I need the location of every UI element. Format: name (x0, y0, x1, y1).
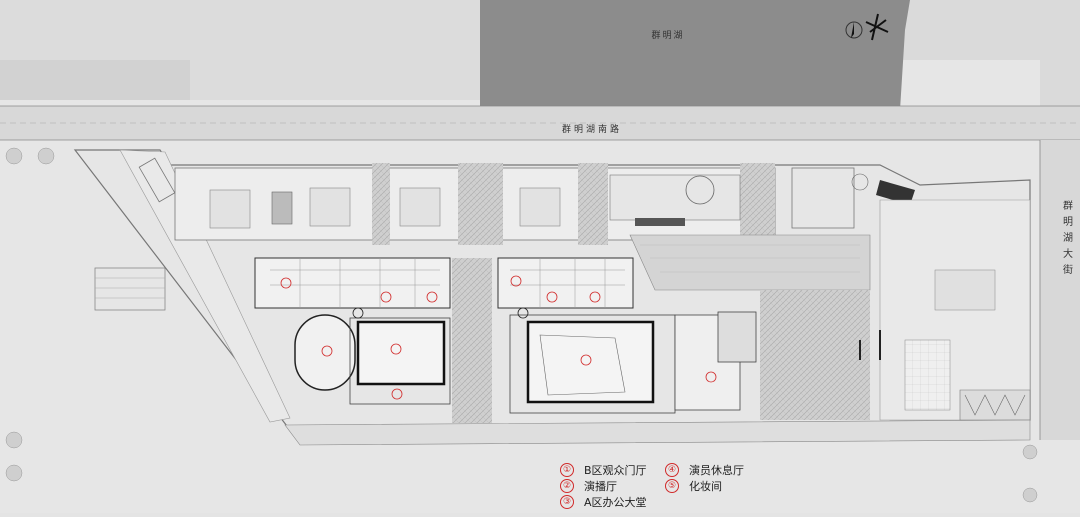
legend: ① B区观众门厅 ② 演播厅 ③ A区办公大堂 ④ 演员休息厅 ⑤ 化妆间 (560, 462, 780, 510)
lake (480, 0, 910, 110)
avenue (1040, 140, 1080, 440)
legend-item: ② 演播厅 (560, 478, 617, 494)
north-building-row (174, 163, 915, 245)
legend-num: ② (560, 479, 574, 493)
legend-item: ④ 演员休息厅 (665, 462, 744, 478)
legend-item: ⑤ 化妆间 (665, 478, 722, 494)
legend-num: ④ (665, 463, 679, 477)
plan-markers (280, 275, 717, 400)
legend-text: 演播厅 (584, 480, 617, 493)
legend-item: ① B区观众门厅 (560, 462, 647, 478)
avenue-label: 群明湖大街 (1061, 199, 1073, 280)
west-kiosk (138, 157, 176, 203)
west-landscape-strip (119, 149, 291, 423)
west-pavilion (94, 267, 166, 311)
legend-num: ⑤ (665, 479, 679, 493)
ne-block (900, 0, 1080, 120)
north-block-inner (0, 60, 190, 100)
south-road-label: 群明湖南路 (562, 123, 622, 135)
legend-num: ① (560, 463, 574, 477)
legend-text: 演员休息厅 (689, 464, 744, 477)
legend-text: A区办公大堂 (584, 496, 647, 509)
building-b (497, 257, 757, 414)
legend-text: B区观众门厅 (584, 464, 647, 477)
east-grid-plaza (904, 339, 951, 411)
legend-item: ③ A区办公大堂 (560, 494, 647, 510)
east-paving (760, 290, 870, 420)
north-arrow-icon (845, 13, 889, 41)
south-street (284, 419, 1031, 446)
legend-num: ③ (560, 495, 574, 509)
parking-area (629, 234, 871, 291)
tree-cluster (5, 147, 1038, 503)
lake-label: 群明湖 (651, 29, 684, 41)
legend-text: 化妆间 (689, 480, 722, 493)
building-a (254, 257, 492, 423)
